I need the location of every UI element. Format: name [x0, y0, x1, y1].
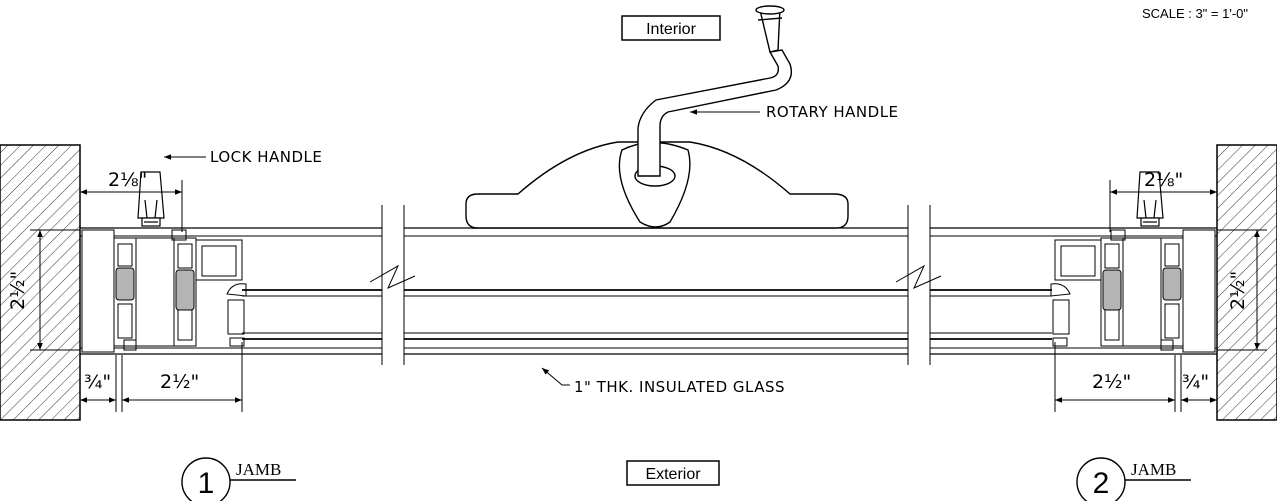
rotary-handle	[637, 5, 793, 177]
right-frame-profile	[1050, 229, 1216, 353]
interior-label: Interior	[646, 21, 696, 38]
detail-number-1: 1	[198, 467, 215, 500]
rotary-handle-label: ROTARY HANDLE	[766, 103, 899, 121]
dim-frame-right: 2½"	[1092, 371, 1131, 393]
detail-title-1: JAMB	[236, 460, 281, 479]
detail-number-2: 2	[1093, 467, 1110, 500]
dim-height-right: 2½"	[1227, 271, 1249, 310]
detail-callout-1: 1 JAMB	[181, 457, 296, 501]
glass-label: 1" THK. INSULATED GLASS	[574, 378, 785, 396]
dim-lock-right: 2⅛"	[1144, 169, 1183, 191]
lock-handle-label: LOCK HANDLE	[210, 148, 322, 166]
right-wall	[1216, 144, 1277, 421]
dimension-lines	[30, 180, 1267, 412]
dim-height-left: 2½"	[7, 271, 29, 310]
detail-title-2: JAMB	[1131, 460, 1176, 479]
break-mark-left	[369, 205, 416, 365]
break-mark-right	[895, 205, 942, 365]
scale-note: SCALE : 3" = 1'-0"	[1142, 6, 1248, 21]
exterior-label: Exterior	[645, 466, 701, 483]
dim-gap-right: ¾"	[1182, 371, 1209, 393]
dim-gap-left: ¾"	[84, 371, 111, 393]
interior-box	[621, 15, 721, 41]
leaders	[164, 109, 760, 386]
frame-lines	[80, 227, 1217, 355]
exterior-box	[626, 460, 720, 486]
left-frame-profile	[81, 229, 247, 353]
dim-lock-left: 2⅛"	[108, 169, 147, 191]
lock-handle-left	[137, 171, 165, 227]
lock-handle-right	[1136, 171, 1164, 227]
detail-callout-2: 2 JAMB	[1076, 457, 1191, 501]
dim-frame-left: 2½"	[160, 371, 199, 393]
